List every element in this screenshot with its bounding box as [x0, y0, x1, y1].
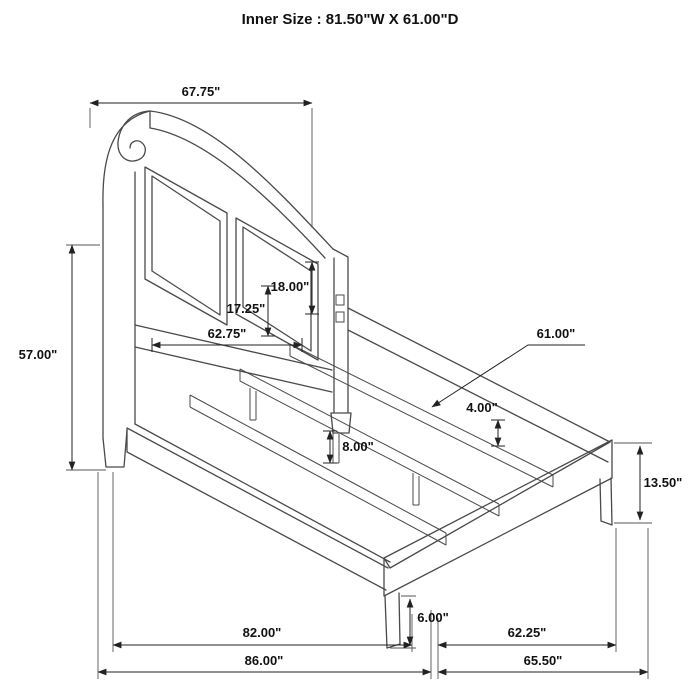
headboard [102, 110, 352, 468]
label-slat-length: 61.00" [537, 326, 576, 341]
footboard [383, 439, 613, 649]
label-overall-width: 65.50" [524, 653, 563, 668]
label-panel-height: 17.25" [227, 301, 266, 316]
bed-drawing [102, 110, 613, 649]
slat-rail-2 [239, 368, 500, 517]
center-support-leg-3 [412, 473, 420, 506]
label-headboard-height: 57.00" [19, 347, 58, 362]
center-support-leg-2 [332, 431, 340, 464]
rail-bracket-detail [335, 294, 345, 323]
slat-rails [189, 343, 554, 546]
headboard-left-panel [144, 166, 228, 326]
label-overall-length: 86.00" [245, 653, 284, 668]
center-support-leg-1 [249, 388, 257, 421]
label-footboard-inner-width: 62.25" [508, 625, 547, 640]
label-footboard-leg-height: 6.00" [417, 610, 448, 625]
dimension-lines [68, 99, 649, 676]
headboard-right-panel [235, 217, 319, 361]
label-headboard-width: 67.75" [182, 84, 221, 99]
headboard-top-inner-curve [149, 110, 326, 259]
dimension-labels: 67.75" 57.00" 18.00" 17.25" 62.75" 61.00… [19, 84, 683, 668]
headboard-right-post [330, 248, 352, 434]
label-headboard-inner-width: 62.75" [208, 326, 247, 341]
slat-rail-3 [289, 343, 554, 488]
dimension-end-ticks [151, 261, 505, 464]
footboard-near-leg [384, 592, 401, 649]
footboard-far-leg [599, 477, 613, 526]
footboard-board [383, 439, 613, 597]
near-side-rail [126, 423, 391, 591]
page-title: Inner Size : 81.50"W X 61.00"D [242, 11, 459, 28]
label-inner-length: 82.00" [243, 625, 282, 640]
slat-rail-1 [189, 394, 447, 546]
dim-slat-length-leader [431, 344, 585, 408]
far-side-rail [347, 307, 611, 463]
label-footboard-height: 13.50" [644, 475, 683, 490]
label-panel-opening-height: 18.00" [271, 279, 310, 294]
extension-lines [66, 108, 652, 679]
headboard-scroll-curl [117, 110, 151, 162]
label-rail-height: 4.00" [466, 400, 497, 415]
side-rails [126, 307, 611, 591]
headboard-top-outer-curve [102, 110, 334, 250]
label-support-leg-height: 8.00" [342, 439, 373, 454]
headboard-left-stile [102, 171, 136, 468]
